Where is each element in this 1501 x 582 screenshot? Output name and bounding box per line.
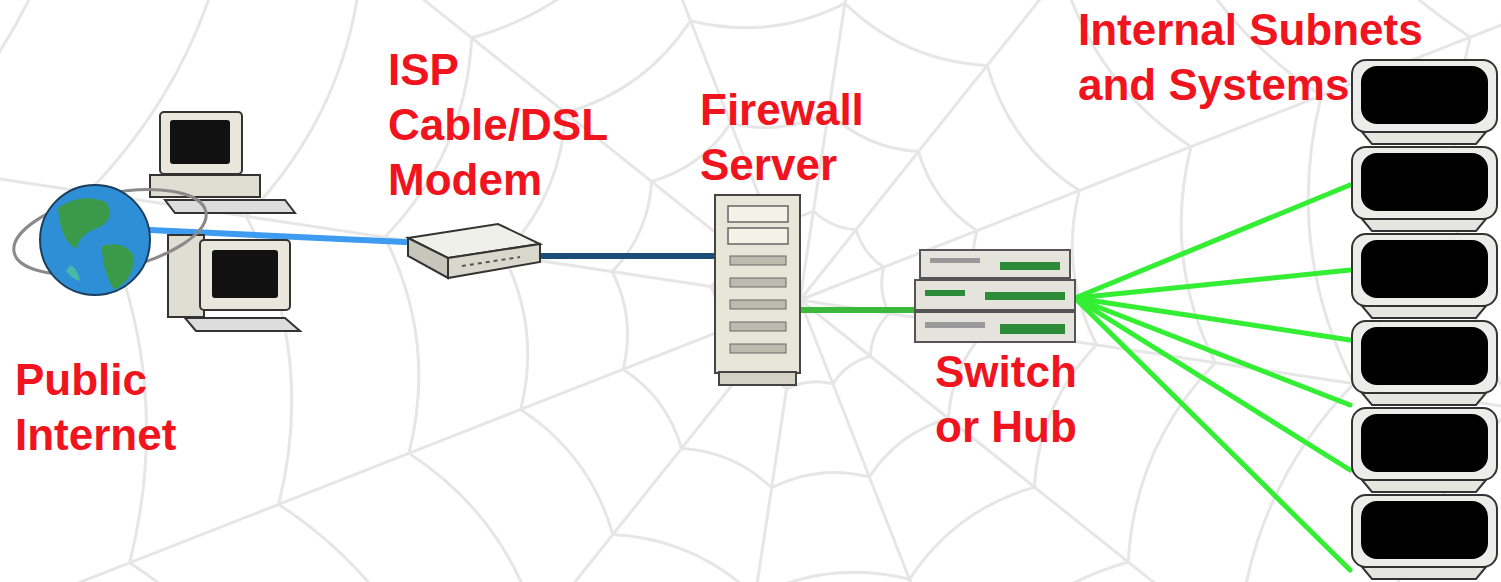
keyboard: [165, 200, 295, 213]
switch-stripe: [1000, 324, 1065, 334]
monitor-bezel: [1352, 234, 1497, 306]
network-cable: [1075, 270, 1350, 298]
monitor-body: [200, 240, 290, 310]
drive-bay: [728, 228, 788, 244]
network-cable: [1075, 298, 1350, 340]
monitor-screen: [1361, 414, 1488, 472]
keyboard: [185, 318, 300, 331]
globe-land: [66, 265, 80, 281]
switch-unit: [915, 280, 1075, 310]
device-label: Internal Subnets and Systems: [1078, 2, 1438, 112]
network-cable: [802, 307, 915, 313]
web-ring: [88, 0, 1501, 582]
network-cable: [1075, 298, 1350, 470]
monitor-icon: [1352, 234, 1497, 318]
web-strand: [0, 0, 800, 300]
globe: [40, 185, 150, 295]
server-foot: [719, 372, 796, 385]
device-label: Switch or Hub: [935, 344, 1095, 454]
monitor-stack: [1352, 60, 1497, 579]
monitor-icon: [1352, 147, 1497, 231]
switch-stripe: [925, 322, 985, 328]
switch-stripe: [1000, 262, 1060, 270]
monitor-base: [1362, 567, 1486, 579]
network-cable: [1075, 298, 1350, 570]
drive-slot: [730, 256, 786, 265]
switch-stripe: [930, 258, 980, 263]
drive-slot: [730, 344, 786, 353]
web-strand: [800, 300, 1238, 582]
monitor-icon: [1352, 495, 1497, 579]
network-cable: [1075, 298, 1350, 405]
globe-land: [58, 198, 110, 249]
switch-unit: [915, 312, 1075, 342]
switch-node: Switch or Hub: [915, 248, 1075, 344]
switch-unit: [920, 250, 1070, 278]
modem-leds: [462, 257, 520, 266]
modem-front: [448, 244, 540, 278]
switch-stripe: [925, 290, 965, 296]
desktop-case: [150, 175, 260, 197]
monitor-screen: [170, 120, 230, 164]
monitor-screen: [1361, 66, 1488, 124]
modem-node: ISP Cable/DSL Modem: [405, 222, 542, 280]
switch-stripe: [985, 292, 1065, 300]
monitor-bezel: [1352, 147, 1497, 219]
drive-slot: [730, 278, 786, 287]
network-cable: [1075, 185, 1350, 298]
network-cable: [542, 253, 713, 259]
monitor-base: [1362, 393, 1486, 405]
monitor-icon: [1352, 321, 1497, 405]
monitor-icon: [1352, 408, 1497, 492]
monitor-base: [1362, 132, 1486, 144]
firewall-node: Firewall Server: [713, 193, 802, 387]
monitor-bezel: [1352, 60, 1497, 132]
monitor-screen: [1361, 153, 1488, 211]
monitor-screen: [1361, 327, 1488, 385]
device-label: ISP Cable/DSL Modem: [388, 42, 623, 207]
monitor-base: [1362, 219, 1486, 231]
tower-case: [168, 235, 204, 317]
systems-node: Internal Subnets and Systems: [1350, 60, 1498, 582]
monitor-base: [1362, 306, 1486, 318]
server-illustration: [715, 195, 800, 385]
monitor-body: [160, 112, 242, 174]
monitor-screen: [1361, 240, 1488, 298]
internet-illustration: [6, 112, 300, 331]
globe-land: [102, 244, 134, 290]
drive-bay: [728, 206, 788, 222]
modem-side: [408, 238, 448, 278]
drive-slot: [730, 322, 786, 331]
monitor-bezel: [1352, 495, 1497, 567]
device-label: Public Internet: [15, 352, 215, 462]
monitor-icon: [1352, 60, 1497, 144]
monitor-screen: [212, 250, 278, 298]
drive-slot: [730, 300, 786, 309]
modem-illustration: [408, 224, 540, 278]
monitor-screen: [1361, 501, 1488, 559]
switch-illustration: [915, 250, 1075, 342]
monitor-bezel: [1352, 408, 1497, 480]
monitor-bezel: [1352, 321, 1497, 393]
web-ring: [503, 3, 1096, 582]
monitor-base: [1362, 480, 1486, 492]
server-case: [715, 195, 800, 373]
internet-node: Public Internet: [40, 185, 150, 295]
device-label: Firewall Server: [700, 82, 900, 192]
